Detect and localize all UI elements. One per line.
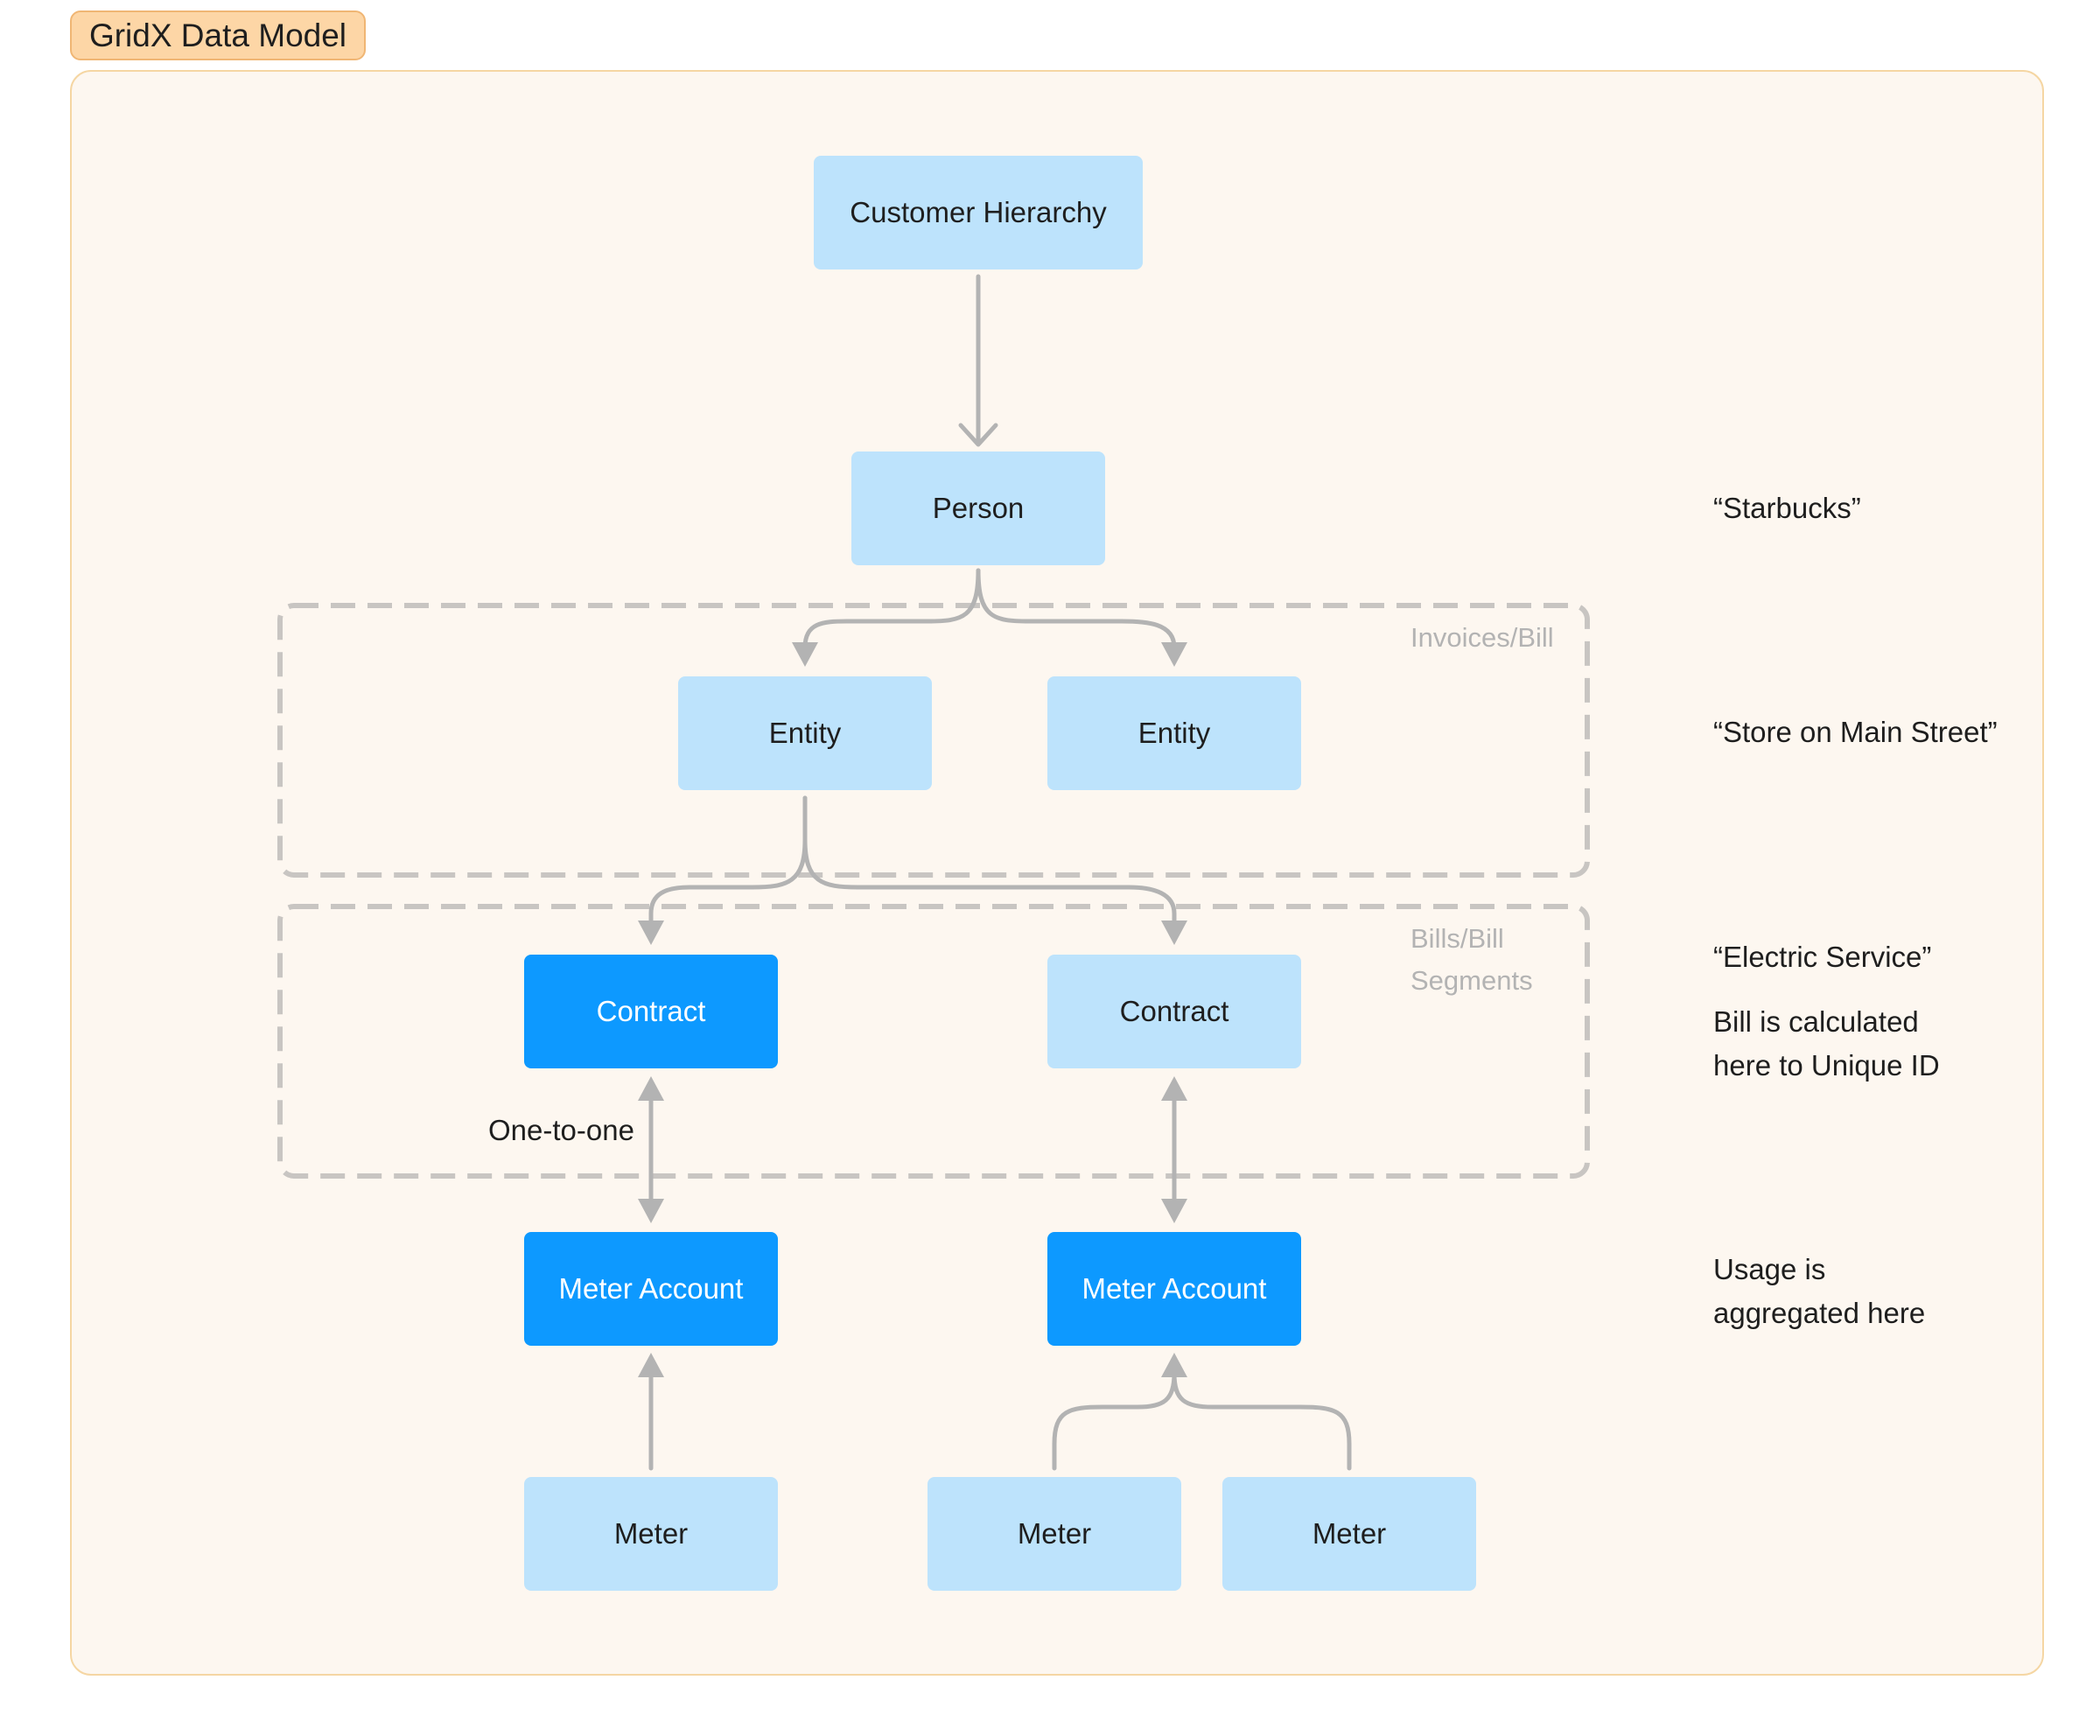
arrowhead-contract-2 <box>1161 920 1187 945</box>
node-meter-account-2[interactable]: Meter Account <box>1047 1232 1301 1346</box>
group-bills-label-line2: Segments <box>1410 965 1533 996</box>
arrowhead-entity-1 <box>792 642 818 667</box>
group-bills-border <box>277 904 1590 1179</box>
group-invoices-label: Invoices/Bill <box>1410 622 1554 653</box>
node-meter-account-1[interactable]: Meter Account <box>524 1232 778 1346</box>
node-entity-1[interactable]: Entity <box>678 676 932 790</box>
note-entity: “Store on Main Street” <box>1713 716 1998 748</box>
arrowhead-contract-1 <box>638 920 664 945</box>
arrowhead-open-person <box>958 423 998 447</box>
note-meter-account-line1: Usage is <box>1713 1253 1826 1285</box>
link-label-one-to-one: One-to-one <box>488 1114 634 1146</box>
edge-person-entity-2 <box>976 568 1177 654</box>
node-contract-2[interactable]: Contract <box>1047 955 1301 1068</box>
node-entity-2[interactable]: Entity <box>1047 676 1301 790</box>
node-contract-1[interactable]: Contract <box>524 955 778 1068</box>
arrowhead-account-2-up <box>1161 1353 1187 1377</box>
node-customer-hierarchy[interactable]: Customer Hierarchy <box>814 156 1143 270</box>
edge-meter-2-account-2 <box>1052 1371 1177 1471</box>
edge-entity-contract-2 <box>802 795 1177 928</box>
node-meter-3[interactable]: Meter <box>1222 1477 1476 1591</box>
node-meter-1[interactable]: Meter <box>524 1477 778 1591</box>
arrowhead-account-1-up <box>638 1353 664 1377</box>
note-contract-line2: Bill is calculated <box>1713 1005 1919 1038</box>
arrowhead-account-2-down <box>1161 1199 1187 1223</box>
node-person[interactable]: Person <box>851 452 1105 565</box>
note-contract-line1: “Electric Service” <box>1713 941 1932 973</box>
arrowhead-contract-1-up <box>638 1076 664 1101</box>
arrowhead-entity-2 <box>1161 642 1187 667</box>
arrowhead-contract-2-up <box>1161 1076 1187 1101</box>
edge-entity-contract-1 <box>648 795 808 928</box>
node-meter-2[interactable]: Meter <box>928 1477 1181 1591</box>
edge-meter-3-account-2 <box>1172 1371 1352 1471</box>
edge-person-entity-1 <box>802 568 981 654</box>
note-contract-line3: here to Unique ID <box>1713 1049 1940 1082</box>
arrowhead-account-1-down <box>638 1199 664 1223</box>
group-invoices-border <box>277 603 1590 878</box>
group-bills-label-line1: Bills/Bill <box>1410 923 1504 954</box>
note-person: “Starbucks” <box>1713 492 1861 524</box>
note-meter-account-line2: aggregated here <box>1713 1297 1926 1329</box>
diagram-title: GridX Data Model <box>70 10 366 60</box>
